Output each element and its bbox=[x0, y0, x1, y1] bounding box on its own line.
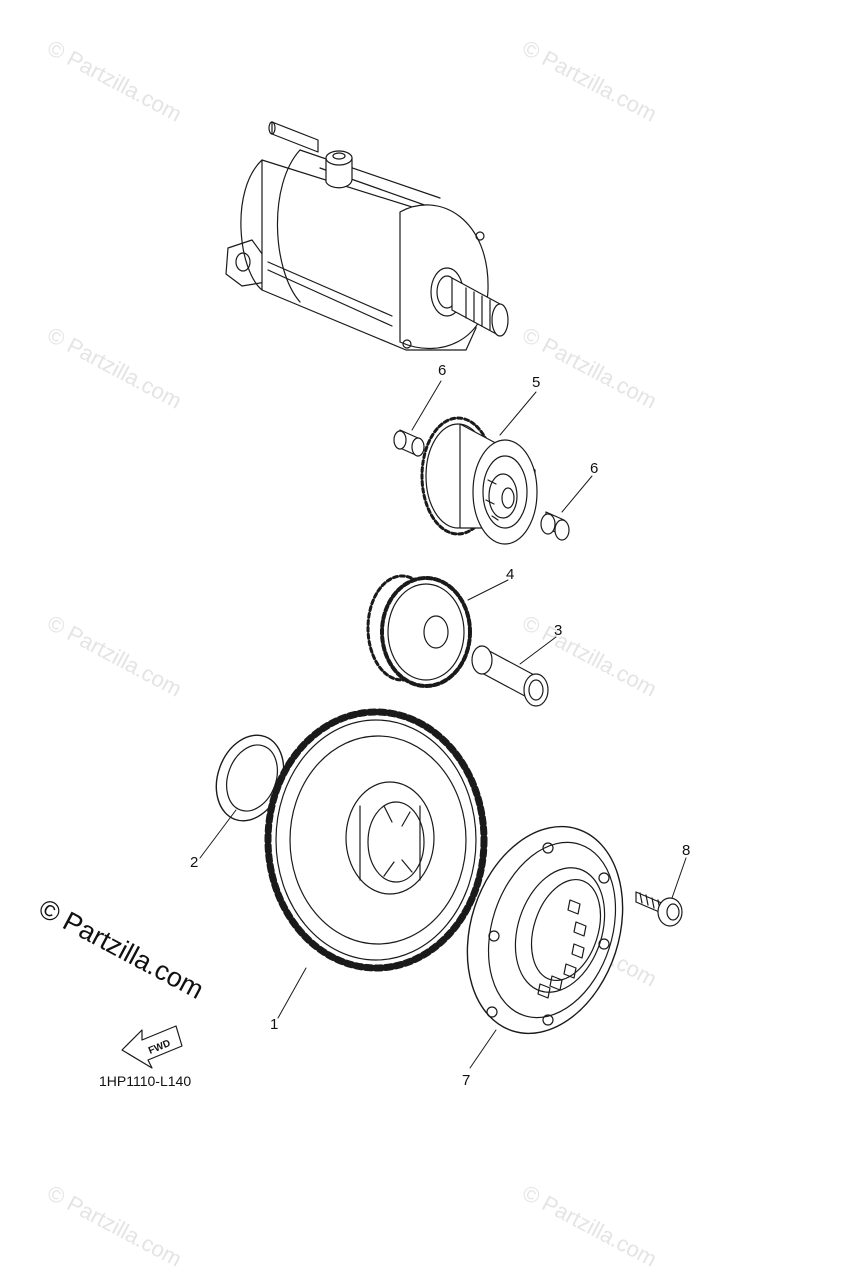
part-5-idler-gear bbox=[420, 416, 538, 545]
callout-1: 1 bbox=[270, 1016, 279, 1033]
part-3-collar bbox=[471, 645, 549, 707]
part-7-one-way-clutch bbox=[466, 825, 624, 1035]
callout-8: 8 bbox=[682, 842, 691, 859]
callout-7: 7 bbox=[462, 1072, 471, 1089]
part-6-bush-upper bbox=[393, 429, 425, 457]
parts-drawing: FWD bbox=[121, 121, 687, 1069]
part-4-gear bbox=[366, 574, 472, 688]
starter-motor bbox=[225, 121, 509, 351]
callout-3: 3 bbox=[554, 622, 563, 639]
part-6-bush-lower bbox=[540, 511, 570, 541]
callout-6: 6 bbox=[590, 460, 599, 477]
part-8-bolt bbox=[635, 891, 683, 927]
fwd-arrow-icon bbox=[121, 1025, 183, 1069]
leader-lines bbox=[199, 380, 687, 1069]
callout-6: 6 bbox=[438, 362, 447, 379]
callout-4: 4 bbox=[506, 566, 515, 583]
callout-5: 5 bbox=[532, 374, 541, 391]
parts-diagram: © Partzilla.com © Partzilla.com © Partzi… bbox=[34, 35, 691, 1272]
diagram-code: 1HP1110-L140 bbox=[99, 1073, 192, 1089]
part-1-starter-gear bbox=[264, 708, 488, 972]
callout-2: 2 bbox=[190, 854, 199, 871]
